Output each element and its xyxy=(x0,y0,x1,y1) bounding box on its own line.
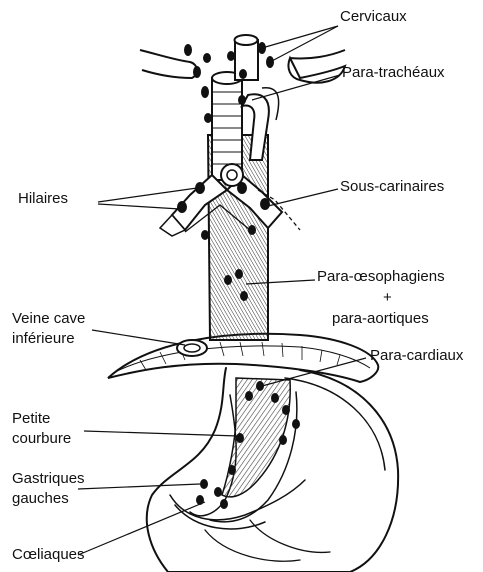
label-para-aortiques: para-aortiques xyxy=(332,310,429,328)
label-gastriques-2: gauches xyxy=(12,490,69,508)
label-plus: + xyxy=(383,289,392,307)
label-gastriques-1: Gastriques xyxy=(12,470,85,488)
label-coeliaques: Cœliaques xyxy=(12,546,85,564)
label-veine-cave-1: Veine cave xyxy=(12,310,85,328)
label-cervicaux: Cervicaux xyxy=(340,8,407,26)
label-veine-cave-2: inférieure xyxy=(12,330,75,348)
trachea xyxy=(212,72,242,180)
label-petite-courbure-1: Petite xyxy=(12,410,50,428)
diaphragm xyxy=(108,334,378,382)
label-para-oesophagiens: Para-œsophagiens xyxy=(317,268,445,286)
label-para-tracheaux: Para-trachéaux xyxy=(342,64,445,82)
label-sous-carinaires: Sous-carinaires xyxy=(340,178,444,196)
label-para-cardiaux: Para-cardiaux xyxy=(370,347,463,365)
vena-cava-opening xyxy=(177,340,207,356)
label-petite-courbure-2: courbure xyxy=(12,430,71,448)
label-hilaires: Hilaires xyxy=(18,190,68,208)
